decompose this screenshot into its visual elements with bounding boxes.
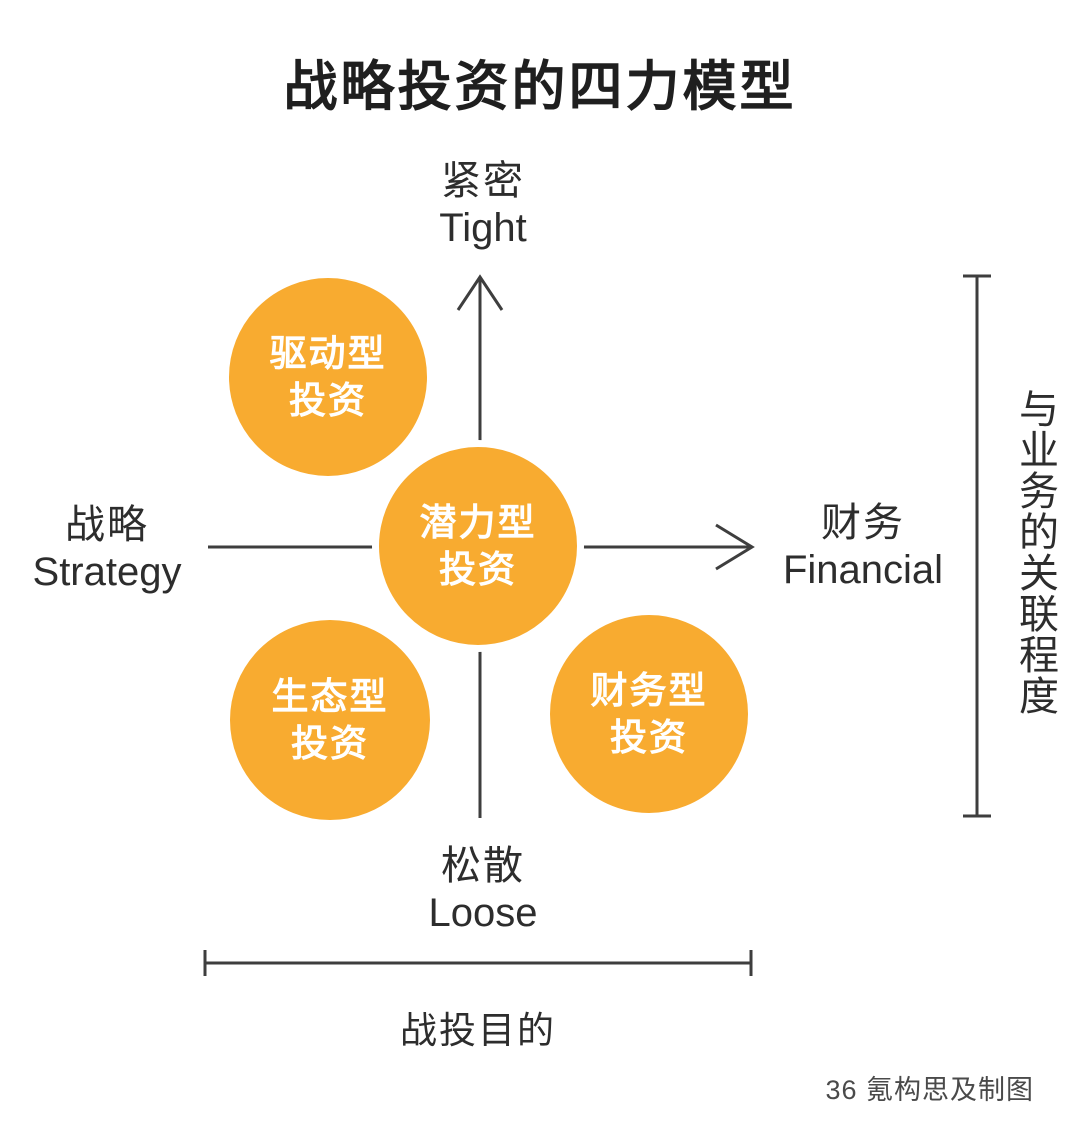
circle-drive-label-line2: 投资 <box>289 380 367 421</box>
circle-financial-label-line2: 投资 <box>610 717 688 758</box>
circle-drive-investment: 驱动型 投资 <box>222 271 434 483</box>
axis-label-financial: 财务 Financial <box>748 500 978 594</box>
axis-label-loose-zh: 松散 <box>441 844 525 888</box>
axis-label-tight-zh: 紧密 <box>441 159 525 203</box>
axis-label-financial-en: Financial <box>782 548 944 593</box>
circle-eco-investment: 生态型 投资 <box>223 613 437 827</box>
right-arrow-icon <box>715 523 755 571</box>
diagram-title: 战略投资的四力模型 <box>283 57 797 117</box>
credit-text: 36 氪构思及制图 <box>825 1075 1034 1105</box>
axis-label-loose: 松散 Loose <box>333 843 633 937</box>
circle-eco-label-line1: 生态型 <box>271 675 389 717</box>
axis-label-tight-en: Tight <box>439 206 527 251</box>
circle-financial-investment: 财务型 投资 <box>543 608 755 820</box>
circle-potential-label-line2: 投资 <box>439 549 517 590</box>
up-arrow-icon <box>456 274 504 311</box>
circle-potential-label-line1: 潜力型 <box>419 501 537 543</box>
bottom-bracket-label: 战投目的 <box>400 1010 556 1051</box>
circle-eco-label-line2: 投资 <box>291 723 369 764</box>
circle-drive-label-line1: 驱动型 <box>269 332 387 374</box>
axis-label-strategy: 战略 Strategy <box>0 502 222 596</box>
axis-label-strategy-zh: 战略 <box>65 503 149 547</box>
right-bracket-label: 与业务的关联程度 <box>1013 388 1057 716</box>
axis-label-strategy-en: Strategy <box>32 550 182 595</box>
circle-potential-investment: 潜力型 投资 <box>372 440 584 652</box>
circle-financial-label-line1: 财务型 <box>590 669 708 711</box>
axis-label-loose-en: Loose <box>428 891 538 936</box>
axis-label-tight: 紧密 Tight <box>333 158 633 252</box>
axis-label-financial-zh: 财务 <box>821 501 905 545</box>
